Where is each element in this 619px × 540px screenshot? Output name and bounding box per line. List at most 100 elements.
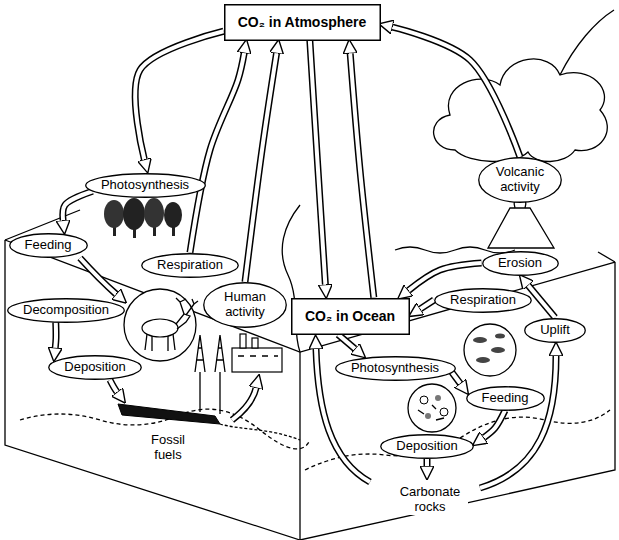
fish-circle	[491, 347, 505, 353]
arrow-body	[409, 263, 482, 290]
process-ellipse: Deposition	[380, 434, 474, 459]
fish-circle	[473, 337, 487, 343]
node-text: Photosynthesis	[351, 361, 439, 376]
pool-box: CO₂ in Ocean	[291, 298, 410, 335]
trees	[144, 198, 164, 228]
process-ellipse: Respiration	[141, 253, 239, 278]
process-arrow	[232, 388, 256, 420]
ellipse-outline	[525, 318, 586, 342]
ellipse-outline	[9, 233, 87, 257]
volcano	[488, 208, 554, 248]
process-arrow	[232, 388, 256, 420]
volcanic-cloud	[434, 59, 608, 162]
node-text: CO₂ in Atmosphere	[238, 14, 367, 30]
ellipse-outline	[8, 298, 125, 322]
arrow-body	[338, 335, 355, 349]
flow-arrow	[392, 27, 520, 157]
node-text: Photosynthesis	[101, 178, 189, 193]
node-text: Human activity	[217, 290, 273, 320]
process-ellipse: Deposition	[48, 355, 142, 380]
arrow-outline	[528, 285, 555, 317]
arrow-outline	[63, 191, 93, 220]
factory	[232, 348, 282, 372]
arrow-outline	[52, 322, 60, 347]
part-label: Carbonate rocks	[392, 485, 468, 515]
factory	[240, 334, 246, 348]
ellipse-outline	[49, 355, 142, 379]
part-label: Fossil fuels	[141, 433, 195, 463]
process-ellipse: Uplift	[524, 318, 586, 343]
volcanic-cloud	[434, 10, 614, 162]
oil-derricks	[215, 335, 225, 372]
arrow-body	[190, 53, 244, 252]
ellipse-outline	[335, 356, 455, 380]
fossil-fuel-seam	[118, 404, 220, 424]
caribou-circle	[145, 334, 175, 351]
arrow-body	[53, 322, 58, 347]
process-ellipse: Photosynthesis	[335, 356, 456, 381]
factory	[238, 355, 278, 356]
process-arrow	[110, 380, 117, 392]
caribou-circle	[176, 314, 190, 329]
plankton-circle	[435, 395, 441, 401]
node-text: Deposition	[396, 439, 457, 454]
process-ellipse: Respiration	[434, 288, 532, 313]
plankton-circle	[440, 408, 448, 416]
process-ellipse: Human activity	[203, 282, 287, 328]
trees	[123, 198, 145, 230]
arrow-outline	[409, 263, 482, 290]
process-arrow	[427, 459, 428, 466]
flow-arrow	[63, 191, 93, 220]
process-arrow	[80, 258, 116, 294]
ellipse-outline	[466, 386, 544, 410]
box-outline	[291, 298, 409, 334]
ellipse-outline	[479, 158, 562, 203]
block-outline	[305, 410, 610, 470]
process-arrow	[480, 356, 556, 488]
plankton-circle	[418, 405, 444, 420]
process-arrow	[80, 258, 116, 294]
caribou-circle	[176, 298, 198, 315]
trees	[164, 202, 182, 228]
process-ellipse: Volcanic activity	[478, 157, 562, 203]
arrow-body	[350, 53, 374, 297]
node-text: Uplift	[540, 323, 570, 338]
plankton-circle	[425, 413, 431, 419]
oil-derricks	[195, 335, 225, 414]
arrow-outline	[484, 411, 505, 438]
block-outline	[5, 240, 615, 352]
trees	[104, 198, 182, 238]
process-arrow	[425, 459, 429, 466]
node-text: Respiration	[157, 258, 223, 273]
arrow-outline	[350, 53, 374, 297]
flow-arrow	[338, 335, 355, 349]
plankton-circle	[408, 384, 456, 432]
process-arrow	[480, 356, 556, 488]
factory	[252, 338, 258, 348]
process-ellipse: Decomposition	[7, 298, 125, 323]
fish-circle	[464, 324, 516, 376]
flow-arrow	[528, 285, 555, 317]
flow-arrow	[310, 41, 326, 285]
ellipse-outline	[142, 253, 239, 277]
arrow-body	[63, 191, 93, 220]
fossil-fuel-seam	[220, 424, 300, 440]
ellipse-outline	[482, 251, 558, 275]
node-text: CO₂ in Ocean	[305, 308, 395, 324]
arrow-body	[310, 41, 326, 285]
arrow-body	[528, 285, 555, 317]
fish-circle	[495, 334, 505, 339]
plankton-circle	[408, 384, 456, 432]
node-text: Deposition	[64, 360, 125, 375]
arrow-body	[484, 411, 505, 438]
process-arrow	[424, 459, 431, 466]
process-ellipse: Feeding	[9, 233, 88, 258]
flow-arrow	[484, 411, 505, 438]
connectors	[55, 27, 555, 437]
box-outline	[224, 4, 380, 40]
node-text: Respiration	[450, 293, 516, 308]
process-arrow	[232, 388, 256, 420]
fish-circle	[464, 324, 516, 376]
